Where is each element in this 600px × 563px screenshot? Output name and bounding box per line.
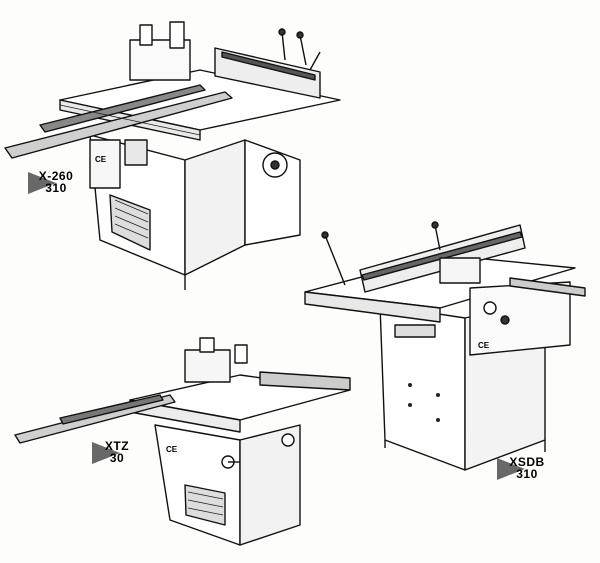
xtz-label-tag [92, 442, 120, 464]
xtz-model-size: 30 [109, 451, 125, 465]
x260-model-label: X-260 310 [28, 169, 76, 195]
ce-mark-xtz: CE [166, 445, 178, 454]
x260-model-name: X-260 [38, 169, 74, 183]
xsdb-model-label: XSDB 310 [497, 455, 549, 481]
xsdb-model-name: XSDB [509, 455, 545, 469]
xtz-model-name: XTZ [104, 439, 130, 453]
x260-label-tag [28, 172, 56, 194]
xsdb-model-size: 310 [516, 467, 538, 481]
ce-mark-xsdb: CE [478, 341, 490, 350]
xtz-model-label: XTZ 30 [92, 439, 134, 465]
x260-model-size: 310 [45, 181, 67, 195]
ce-mark-x260: CE [95, 155, 107, 164]
xsdb-label-tag [497, 458, 525, 480]
